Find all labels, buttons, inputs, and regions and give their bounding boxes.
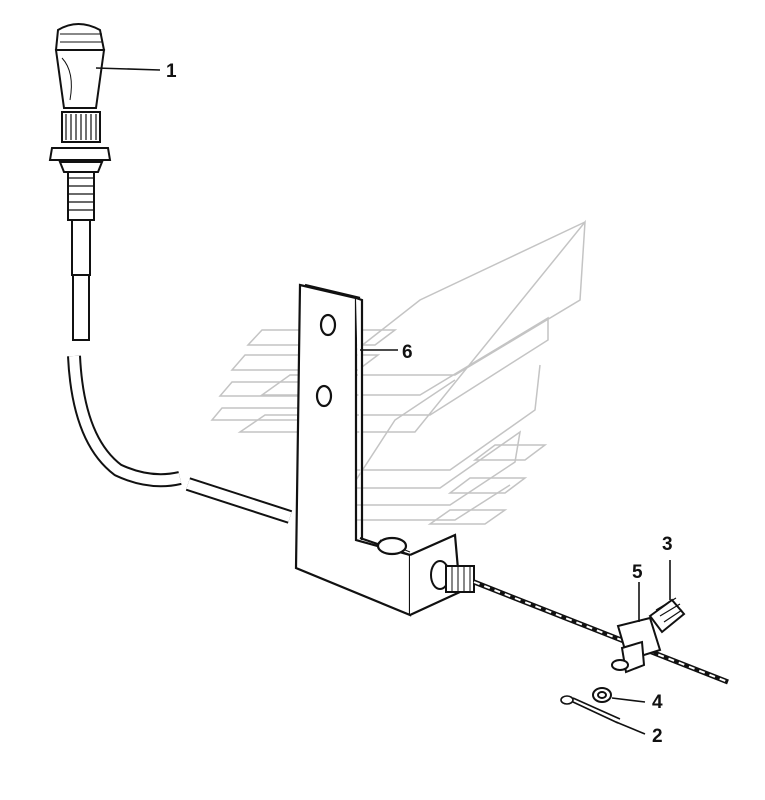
callout-4: 4 — [652, 692, 663, 713]
callout-5: 5 — [632, 562, 643, 583]
set-screw — [648, 597, 686, 634]
callouts: 1 6 3 5 4 2 — [166, 61, 673, 747]
control-knob — [48, 23, 112, 341]
cable-fitting — [430, 560, 475, 593]
swivel-block — [611, 616, 662, 674]
cotter-pin — [560, 695, 621, 724]
watermark-logo — [210, 219, 586, 525]
inner-wire — [473, 579, 729, 685]
cable-conduit — [67, 355, 293, 524]
callout-2: 2 — [652, 726, 663, 747]
callout-6: 6 — [402, 342, 413, 363]
callout-1: 1 — [166, 61, 177, 82]
callout-3: 3 — [662, 534, 673, 555]
washer — [592, 687, 612, 703]
leader-lines — [95, 67, 671, 735]
